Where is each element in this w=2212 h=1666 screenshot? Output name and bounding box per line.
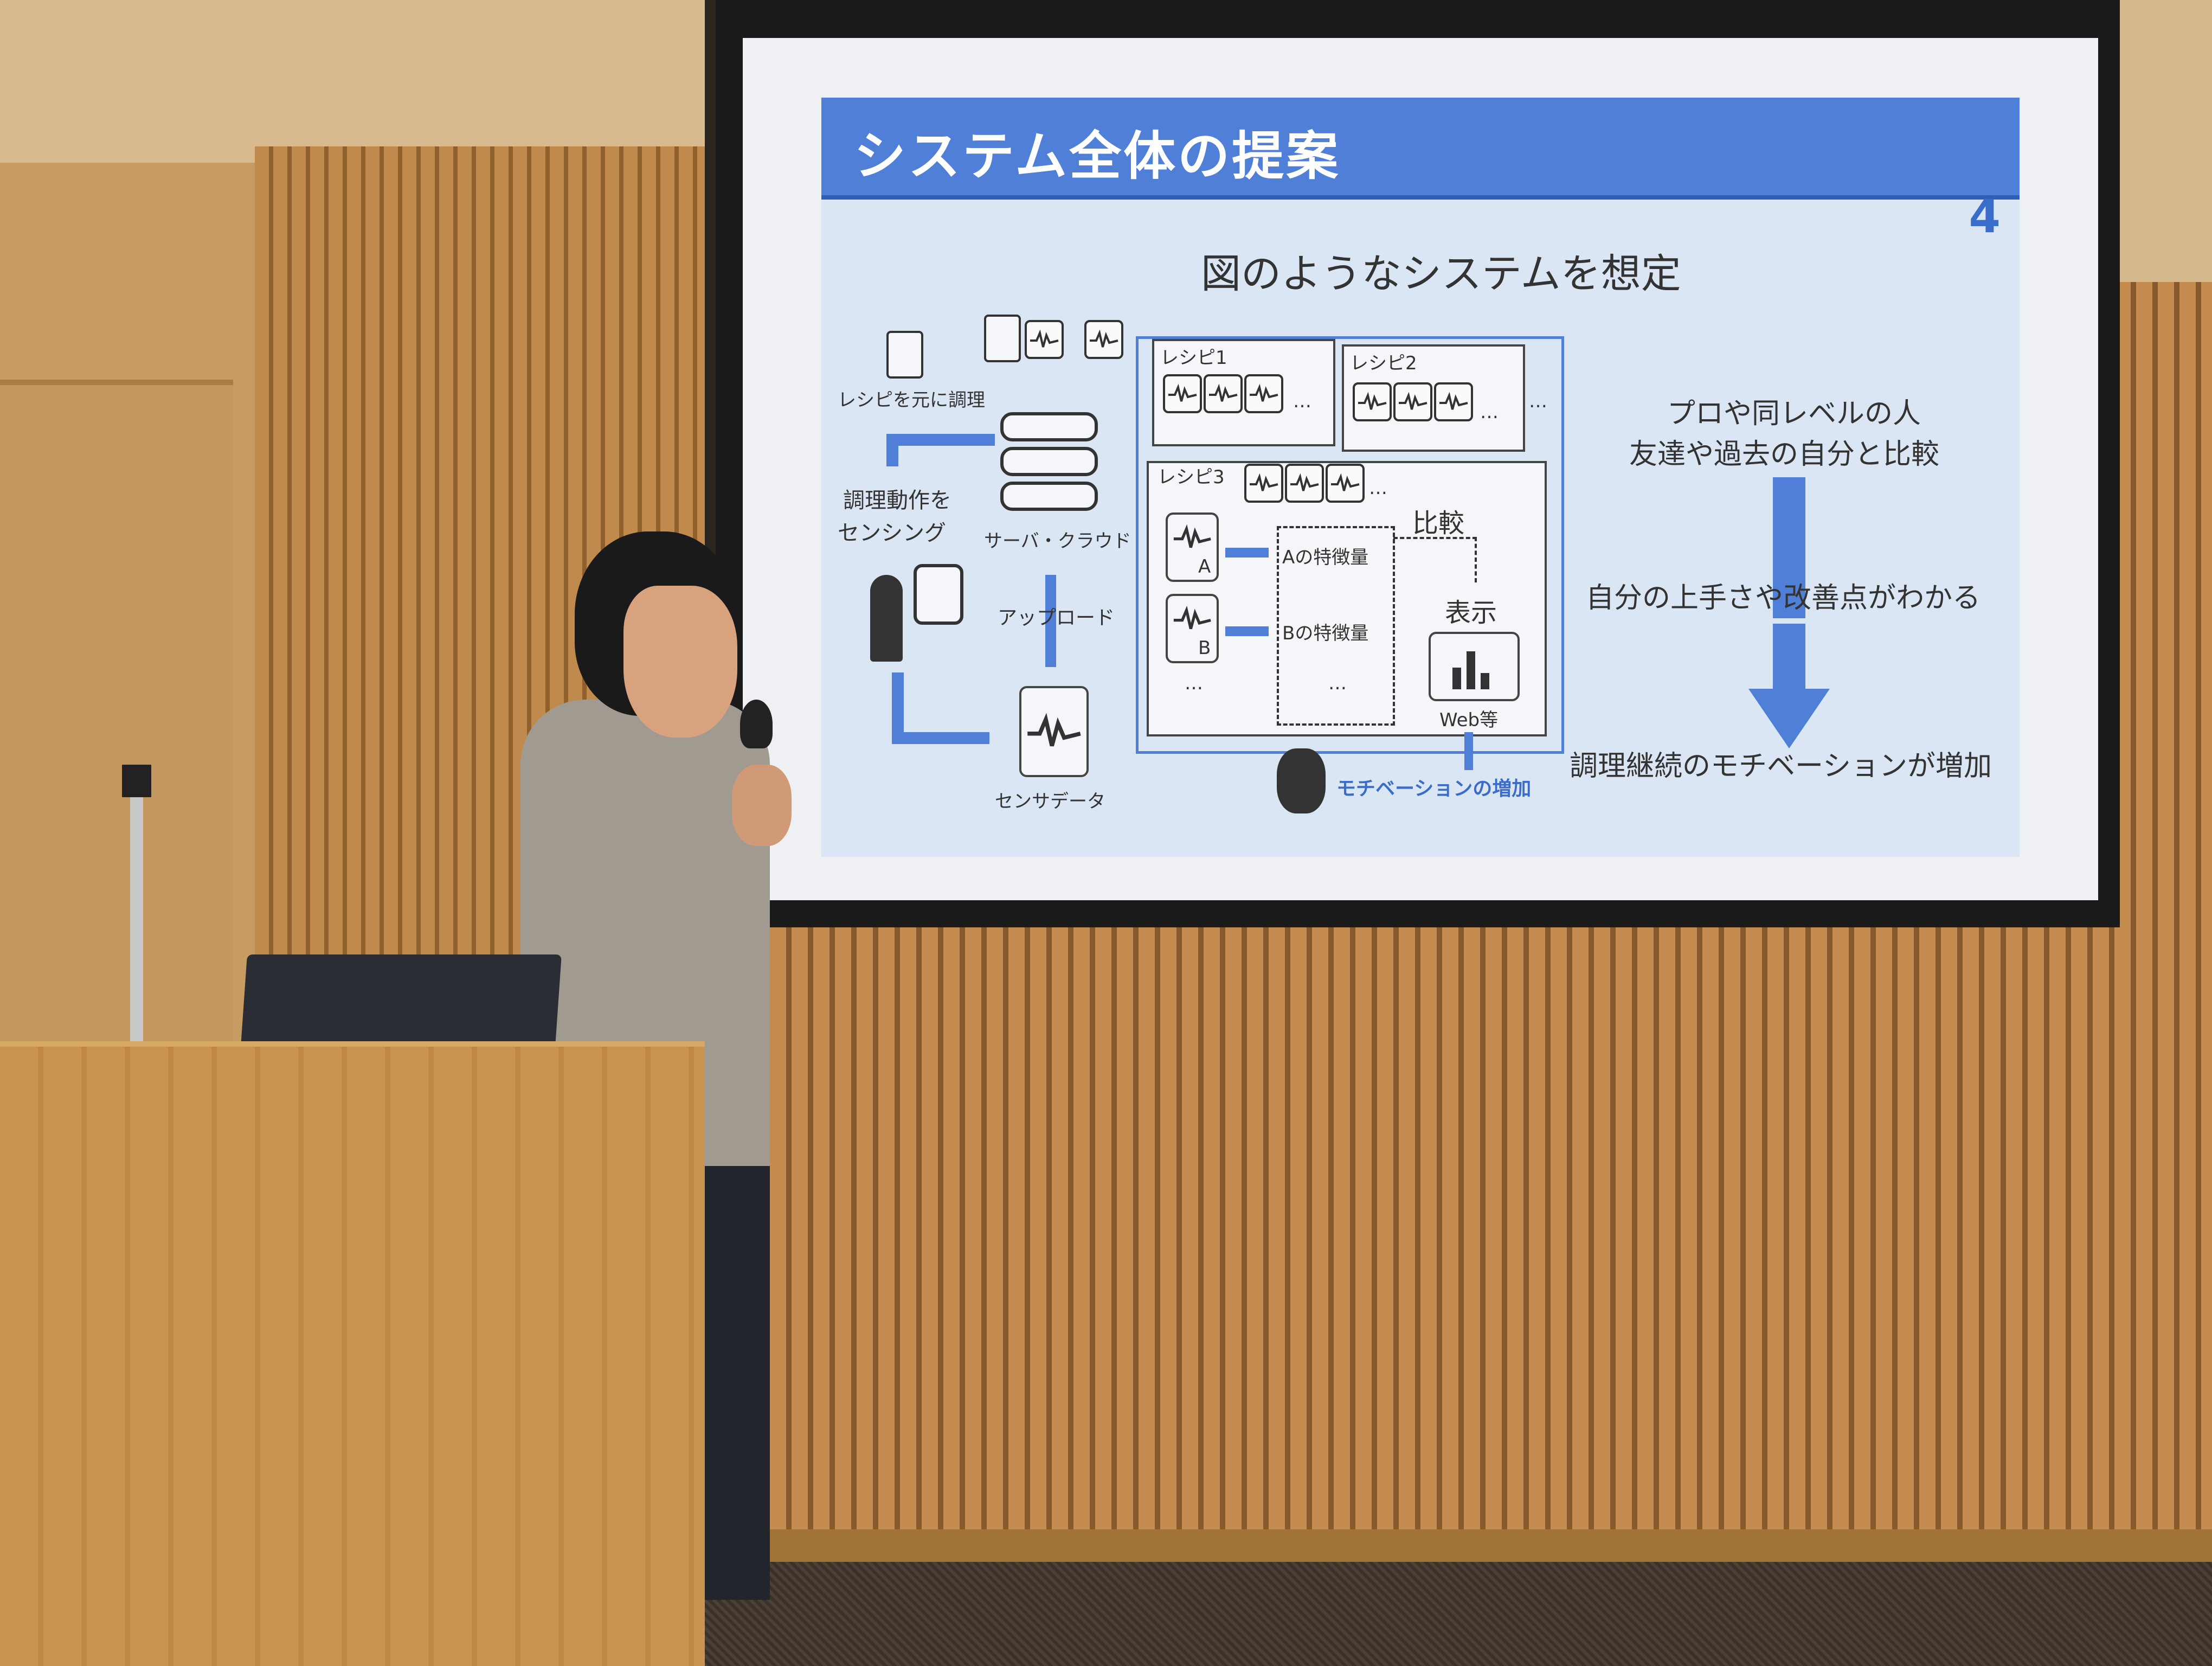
presenter-face [623,586,737,738]
flow-arrow [1225,548,1269,558]
mic-stand-holder [122,765,151,797]
right-line3: 自分の上手さや改善点がわかる [1586,582,1981,614]
ellipsis: … [1480,401,1499,423]
waveform-icon [1244,464,1283,503]
wall-right [2114,0,2212,282]
down-arrow [1773,477,1805,618]
slide-subtitle: 図のようなシステムを想定 [1201,251,1681,297]
wall-door [0,380,233,1063]
sample-b-label: B [1198,637,1211,659]
presentation-slide: システム全体の提案 4 図のようなシステムを想定 レシピを元に調理 サーバ・クラ… [821,98,2020,857]
waveform-icon [1326,464,1365,503]
ellipsis: … [1369,477,1387,499]
flow-arrow [1225,626,1269,636]
wood-slats-right [2114,282,2212,1562]
web-label: Web等 [1439,709,1499,731]
waveform-icon [1244,374,1283,413]
right-line4: 調理継続のモチベーションが増加 [1570,750,1992,783]
sample-b-icon [1166,594,1219,663]
waveform-icon [1285,464,1324,503]
recipe1-label: レシピ1 [1160,347,1227,369]
recipe-database-panel [1136,336,1564,754]
flow-arrow [892,732,989,744]
display-label: 表示 [1445,598,1497,628]
motivation-label: モチベーションの増加 [1336,778,1532,800]
upload-arrow [1045,575,1056,667]
ellipsis: … [1293,390,1311,412]
microphone [740,700,773,748]
waveform-icon [1025,320,1064,359]
recipe-icon [886,331,923,379]
baseboard [705,1529,2212,1567]
waveform-icon [1353,382,1392,421]
page-number: 4 [1969,190,2001,243]
waveform-icon [1434,382,1473,421]
feature-box [1277,526,1395,726]
laptop [241,954,562,1047]
waveform-icon [1084,320,1123,359]
flow-arrow [886,434,898,466]
presenter-hand [732,765,792,846]
flow-arrow [886,434,995,446]
motivation-icon [1277,748,1326,813]
feature-b-label: Bの特徴量 [1282,623,1369,644]
waveform-icon [1163,374,1202,413]
recipe-cook-label: レシピを元に調理 [838,389,985,411]
slide-header [821,98,2020,195]
smartwatch-icon [914,564,963,625]
slide-header-strip [821,195,2020,200]
server-label: サーバ・クラウド [984,530,1131,552]
ellipsis: … [1328,672,1347,694]
server-icon [1000,412,1098,511]
flow-arrow [1464,732,1473,770]
compare-label: 比較 [1412,508,1465,539]
ellipsis: … [1185,672,1203,694]
down-arrow-head [1748,689,1830,748]
recipe3-label: レシピ3 [1158,466,1225,488]
podium [0,1047,705,1666]
sensing-label-line2: センシング [838,521,946,546]
sample-a-icon [1166,512,1219,582]
right-line1: プロや同レベルの人 [1667,398,1921,430]
recipe-icon [984,315,1021,362]
upload-label: アップロード [998,607,1115,629]
wood-slats-main [705,922,2212,1562]
waveform-icon [1204,374,1243,413]
mic-stand [130,781,143,1047]
right-line2: 友達や過去の自分と比較 [1629,438,1940,471]
recipe2-label: レシピ2 [1350,353,1417,374]
sensing-label-line1: 調理動作を [843,488,951,513]
chef-icon [870,575,903,662]
slide-title: システム全体の提案 [854,126,1341,187]
flow-arrow [892,672,904,743]
sample-a-label: A [1198,556,1211,578]
sensor-data-label: センサデータ [995,791,1105,812]
chart-display-icon [1429,632,1520,701]
waveform-icon [1393,382,1432,421]
down-arrow [1773,624,1805,689]
compare-arrow [1393,537,1477,582]
sensor-data-icon [1019,686,1089,777]
ellipsis: … [1529,390,1547,412]
feature-a-label: Aの特徴量 [1282,547,1369,568]
